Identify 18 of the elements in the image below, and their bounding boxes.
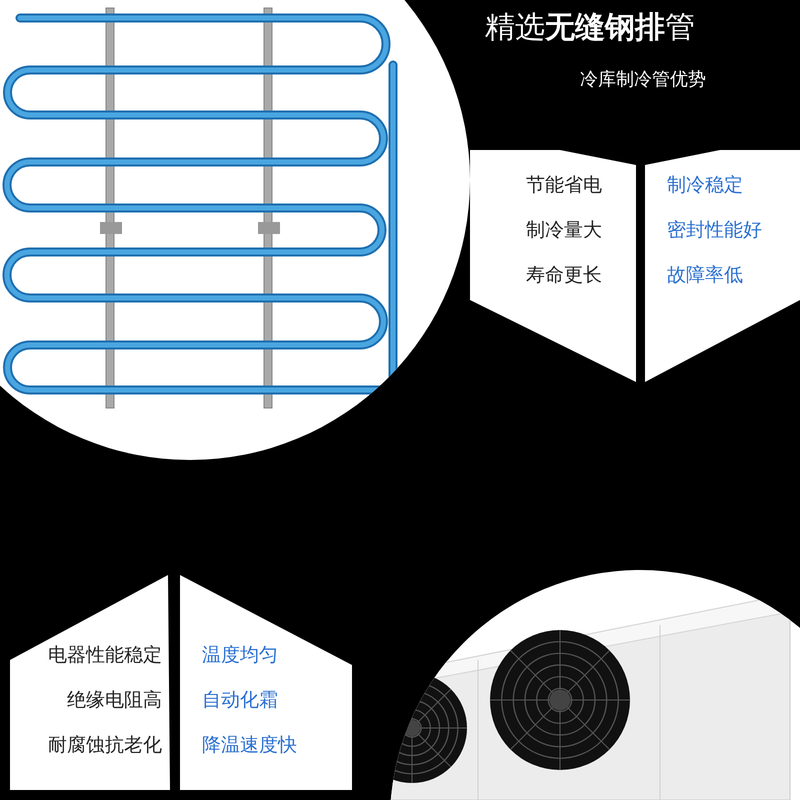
feature-text: 节能省电: [526, 173, 602, 197]
feature-panel: [470, 150, 636, 382]
feature-text: 寿命更长: [526, 263, 602, 287]
subtitle: 冷库制冷管优势: [580, 68, 706, 92]
feature-text: 故障率低: [667, 263, 743, 287]
feature-text: 密封性能好: [667, 218, 762, 242]
feature-text: 电器性能稳定: [48, 643, 162, 667]
feature-text: 制冷量大: [526, 218, 602, 242]
feature-text: 绝缘电阻高: [67, 688, 162, 712]
feature-text: 温度均匀: [202, 643, 278, 667]
feature-text: 耐腐蚀抗老化: [48, 733, 162, 757]
title: 精选无缝钢排管: [485, 9, 695, 47]
feature-panel: [645, 150, 800, 382]
feature-panel: [10, 575, 170, 790]
feature-text: 制冷稳定: [667, 173, 743, 197]
feature-panel: [180, 575, 352, 790]
feature-text: 降温速度快: [202, 733, 297, 757]
feature-text: 自动化霜: [202, 688, 278, 712]
